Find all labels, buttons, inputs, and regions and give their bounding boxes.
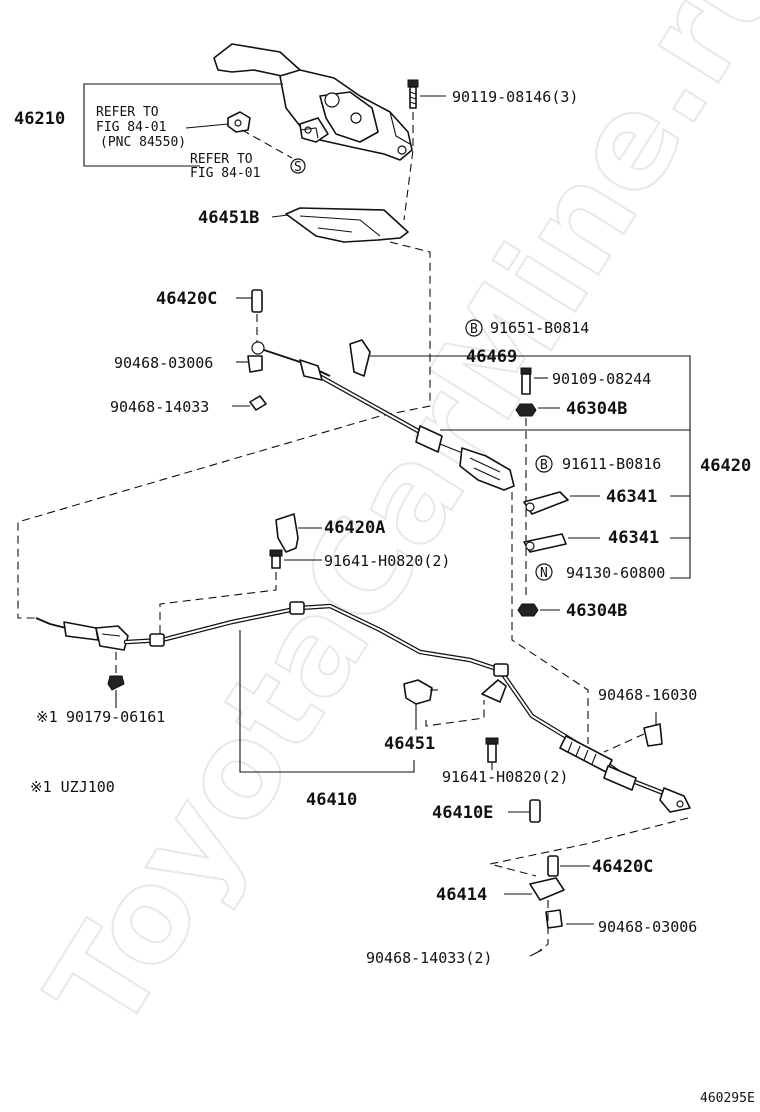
label-90468-03006-bot: 90468-03006 [598, 918, 697, 936]
hardware-stack [440, 319, 691, 744]
symbol-s: S [294, 160, 302, 175]
equalizer-46414 [504, 855, 594, 957]
label-46304b-bot: 46304B [566, 601, 627, 621]
refer-line1: REFER TO [96, 105, 159, 120]
label-91641-top: 91641-H0820(2) [324, 552, 450, 570]
refer-clip [227, 111, 251, 133]
clip-90468-14033-top [232, 395, 267, 411]
label-46420c-top: 46420C [156, 289, 217, 309]
symbol-s-circle [290, 158, 306, 174]
clip-46451 [403, 679, 442, 730]
label-46341-b: 46341 [608, 528, 659, 548]
label-91641-bot: 91641-H0820(2) [442, 768, 568, 786]
label-91611: 91611-B0816 [562, 455, 661, 473]
label-46451b: 46451B [198, 208, 259, 228]
label-46410: 46410 [306, 790, 357, 810]
label-94130: 94130-60800 [566, 564, 665, 582]
parking-brake-lever [213, 43, 413, 161]
refer-s-line1: REFER TO [190, 152, 253, 167]
label-90468-14033-top: 90468-14033 [110, 398, 209, 416]
label-46414: 46414 [436, 885, 487, 905]
symbol-b-1: B [470, 322, 478, 337]
label-46469: 46469 [466, 347, 517, 367]
bracket-46451b [271, 207, 409, 243]
bracket-46420a [269, 513, 322, 569]
clip-90468-03006-top [236, 355, 263, 373]
clip-90468-16030 [603, 712, 663, 753]
front-cable [236, 289, 515, 491]
label-90468-16030: 90468-16030 [598, 686, 697, 704]
label-90179: 90179-06161 [66, 708, 165, 726]
label-46410e: 46410E [432, 803, 493, 823]
label-46210: 46210 [14, 109, 65, 129]
bolt-90179 [107, 652, 125, 708]
label-90468-14033-bot: 90468-14033(2) [366, 949, 492, 967]
label-90119: 90119-08146(3) [452, 88, 578, 106]
label-46420a: 46420A [324, 518, 385, 538]
label-46451: 46451 [384, 734, 435, 754]
label-46304b-top: 46304B [566, 399, 627, 419]
note-mark: ※1 [36, 708, 58, 726]
pin-46410e [508, 799, 541, 823]
bracket-lower [425, 679, 507, 770]
refer-line2: FIG 84-01 [96, 120, 166, 135]
symbol-n: N [540, 566, 548, 581]
label-46341-a: 46341 [606, 487, 657, 507]
label-46420c-bot: 46420C [592, 857, 653, 877]
symbol-b-2: B [540, 458, 548, 473]
model-note: ※1 UZJ100 [30, 778, 115, 796]
label-46420: 46420 [700, 456, 751, 476]
refer-line3: (PNC 84550) [100, 135, 186, 150]
bolt-90119 [407, 79, 446, 109]
label-90109: 90109-08244 [552, 370, 651, 388]
refer-bracket [83, 83, 319, 174]
refer-s-line2: FIG 84-01 [190, 166, 260, 181]
rear-cable [35, 601, 691, 813]
figure-code: 460295E [700, 1091, 755, 1106]
label-91651: 91651-B0814 [490, 319, 589, 337]
label-90468-03006-top: 90468-03006 [114, 354, 213, 372]
